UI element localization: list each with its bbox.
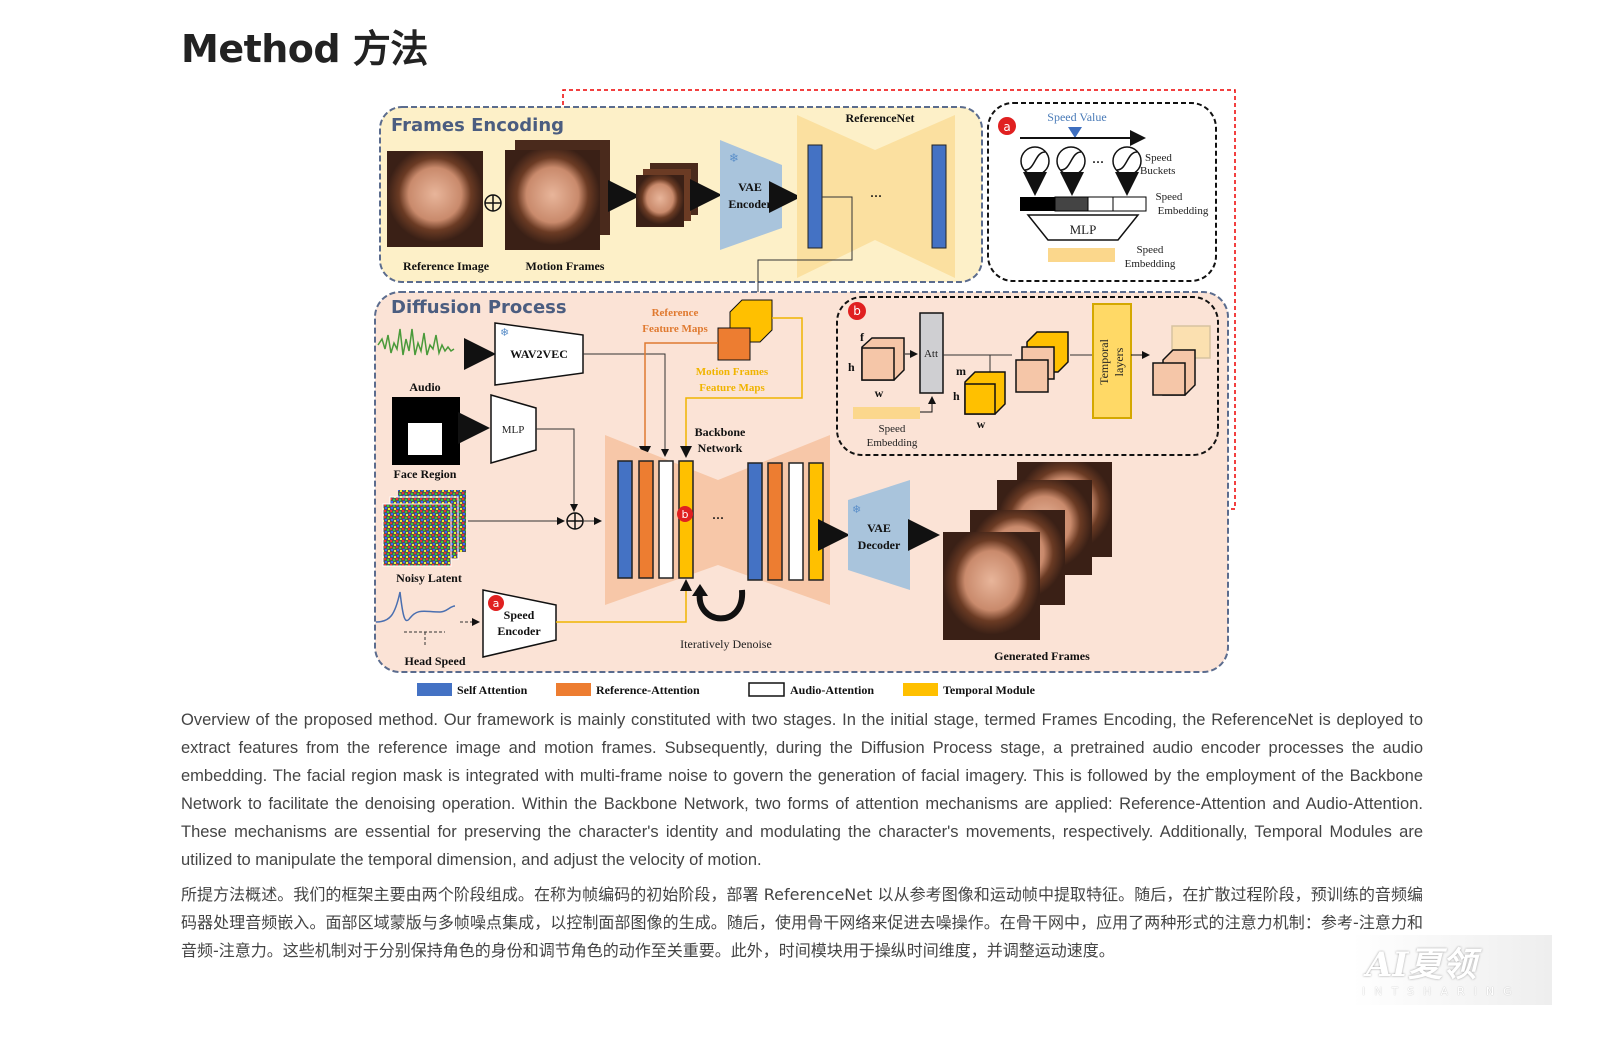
diagram-label: a	[1003, 120, 1010, 134]
diagram-label: Head Speed	[404, 654, 465, 668]
diagram-label: h	[953, 389, 960, 403]
diagram-label: Audio-Attention	[790, 683, 874, 697]
reference-feature-map	[717, 327, 751, 361]
diagram-label: Self Attention	[457, 683, 528, 697]
diagram-label: Reference-Attention	[596, 683, 700, 697]
diagram-label: Buckets	[1140, 165, 1175, 177]
diagram-label: MLP	[502, 424, 525, 436]
diagram-label: Speed	[1145, 152, 1172, 164]
diagram-label: layers	[1112, 347, 1126, 376]
plus-circle-icon	[484, 194, 502, 212]
diagram-label: m	[956, 364, 966, 378]
page-title: Method 方法	[181, 27, 428, 71]
head-speed-curve	[375, 591, 456, 623]
diagram-label: b	[853, 304, 861, 318]
diagram-label: a	[493, 597, 500, 610]
diagram-label: Embedding	[1125, 258, 1176, 270]
diagram-label: h	[848, 360, 855, 374]
diagram-label: Embedding	[867, 437, 918, 449]
diagram-label: ReferenceNet	[845, 111, 914, 125]
diagram-label: Noisy Latent	[396, 571, 462, 585]
watermark-logo: AI夏领	[1366, 945, 1477, 985]
reference-image	[387, 151, 483, 247]
diagram-label: Encoder	[728, 197, 772, 211]
diagram-label: Temporal Module	[943, 683, 1036, 697]
diagram-label: Frames Encoding	[391, 115, 564, 136]
diagram-label: f	[860, 330, 865, 344]
attention-block	[919, 312, 944, 394]
motion-frames-image	[505, 150, 600, 250]
audio-waveform	[377, 328, 455, 356]
diagram-label: Generated Frames	[994, 649, 1090, 663]
legend: Self Attention Reference-Attention Audio…	[417, 682, 1036, 697]
diagram-label: ···	[870, 189, 882, 203]
red-dashed-connector	[557, 89, 1236, 510]
diagram-label: Speed	[504, 608, 535, 622]
diagram-label: VAE	[738, 180, 762, 194]
diagram-label: w	[977, 417, 986, 431]
noisy-latent	[382, 503, 452, 567]
diagram-label: ❄	[500, 326, 509, 339]
frames-encoding-section: Frames Encoding Reference Image Motion F…	[379, 106, 983, 302]
diagram-label: Motion Frames	[526, 259, 605, 273]
snowflake-icon: ❄	[729, 151, 739, 165]
caption-chinese: 所提方法概述。我们的框架主要由两个阶段组成。在称为帧编码的初始阶段，部署 Ref…	[181, 885, 1423, 960]
diagram-label: ···	[1092, 155, 1104, 169]
vae-encoder	[720, 140, 782, 250]
diagram-label: Speed	[1137, 244, 1164, 256]
diagram-label: Feature Maps	[642, 323, 708, 335]
diagram-label: Face Region	[394, 467, 457, 481]
caption-english: Overview of the proposed method. Our fra…	[181, 711, 1423, 869]
stacked-frames	[636, 175, 684, 227]
diagram-label: Speed	[1156, 191, 1183, 203]
referencenet-shape	[797, 115, 955, 278]
diagram-label: Iteratively Denoise	[680, 637, 772, 651]
diagram-label: Reference Image	[403, 259, 490, 273]
method-overview-diagram: Frames Encoding Reference Image Motion F…	[374, 89, 1236, 697]
diagram-label: Feature Maps	[699, 382, 765, 394]
diagram-label: b	[682, 508, 689, 521]
diagram-label: Audio	[409, 380, 440, 394]
diagram-label: w	[875, 386, 884, 400]
watermark: AI夏领 INTSHARING	[1352, 935, 1552, 1005]
diagram-label: Embedding	[1158, 205, 1209, 217]
diagram-label: VAE	[867, 521, 891, 535]
diagram-label: MLP	[1070, 222, 1097, 237]
diagram-label: Backbone	[695, 425, 746, 439]
vae-decoder	[848, 480, 910, 590]
speed-embedding-panel: a Speed Value ··· Speed Buckets Speed Em…	[987, 102, 1217, 282]
diagram-label: ❄	[852, 503, 861, 516]
generated-frames	[943, 532, 1040, 640]
plus-circle-icon	[566, 512, 584, 530]
iterative-loop-arrow-icon	[696, 589, 746, 622]
temporal-layers-block	[1092, 303, 1132, 419]
diagram-label: ···	[712, 511, 724, 525]
diagram-label: Decoder	[858, 538, 901, 552]
diagram-label: Temporal	[1097, 338, 1111, 384]
watermark-subtitle: INTSHARING	[1362, 985, 1521, 998]
diagram-label: WAV2VEC	[510, 347, 568, 361]
diagram-label: Reference	[652, 307, 699, 319]
diagram-label: Att	[924, 348, 938, 360]
diagram-label: Motion Frames	[696, 366, 769, 378]
diagram-label: Speed Value	[1047, 110, 1106, 124]
temporal-module-panel: b f h w Att Speed Embedding m h w Tempor…	[836, 296, 1219, 456]
diagram-label: Network	[698, 441, 743, 455]
diagram-label: Speed	[879, 423, 906, 435]
diagram-label: Diffusion Process	[391, 297, 567, 318]
wav2vec-encoder	[494, 322, 584, 386]
diagram-label: Encoder	[497, 624, 541, 638]
